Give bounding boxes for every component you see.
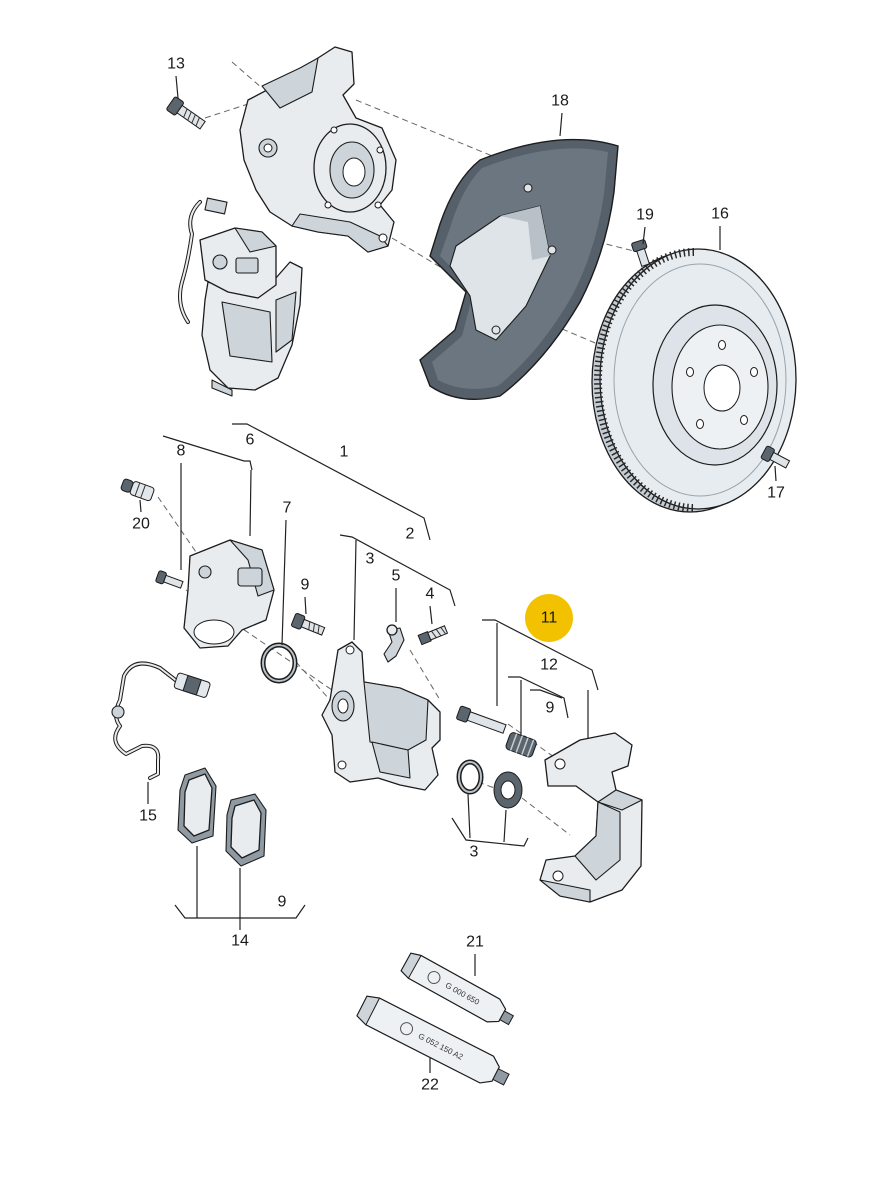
callout-4: 4 — [426, 586, 435, 603]
bolt-8 — [155, 570, 184, 589]
callout-19: 19 — [636, 207, 654, 224]
brake-pad-inner — [225, 793, 267, 867]
parking-brake-motor — [183, 539, 275, 649]
brake-carrier-bracket — [539, 732, 643, 903]
callout-18: 18 — [551, 93, 569, 110]
seal-ring — [456, 759, 484, 795]
callout-17: 17 — [767, 485, 785, 502]
callout-11: 11 — [541, 610, 558, 627]
brake-disc — [591, 248, 797, 513]
wheel-hub-carrier — [239, 46, 397, 253]
callout-12: 12 — [540, 657, 558, 674]
callout-14: 14 — [231, 933, 249, 950]
dust-shield — [419, 138, 619, 401]
callout-15: 15 — [139, 808, 157, 825]
guide-bushing — [493, 771, 523, 809]
guide-bellows — [505, 732, 537, 758]
caliper-housing — [321, 641, 441, 791]
callout-9-bracket: 9 — [546, 700, 555, 717]
callouts: 13 18 19 16 8 6 1 7 20 2 3 5 9 4 17 11 1… — [132, 56, 785, 1094]
callout-9-upper: 9 — [301, 577, 310, 594]
bolt-19 — [631, 239, 650, 267]
callout-highlight — [525, 594, 573, 642]
callout-13: 13 — [167, 56, 185, 73]
o-ring — [260, 642, 298, 684]
callout-16: 16 — [711, 206, 729, 223]
guide-bolt — [456, 705, 507, 734]
brake-pad-outer — [177, 767, 217, 844]
callout-1: 1 — [340, 444, 349, 461]
bleeder-cap — [383, 624, 405, 663]
callout-22: 22 — [421, 1077, 439, 1094]
callout-3-upper: 3 — [366, 551, 375, 568]
sensor-wire — [111, 661, 211, 780]
bleeder-screw — [417, 625, 449, 646]
callout-3-lower: 3 — [470, 844, 479, 861]
callout-2: 2 — [406, 526, 415, 543]
bolt-17 — [760, 445, 791, 469]
callout-5: 5 — [392, 568, 401, 585]
caliper-assembly-mounted — [178, 197, 303, 397]
callout-7: 7 — [283, 500, 292, 517]
bolt-9 — [290, 612, 326, 636]
wear-sensor-20 — [120, 478, 155, 502]
bolt-13 — [166, 96, 206, 130]
leader-lines — [139, 75, 777, 1073]
callout-6: 6 — [246, 432, 255, 449]
callout-9-pads: 9 — [278, 894, 287, 911]
callout-8: 8 — [177, 443, 186, 460]
callout-21: 21 — [466, 934, 484, 951]
callout-20: 20 — [132, 516, 150, 533]
